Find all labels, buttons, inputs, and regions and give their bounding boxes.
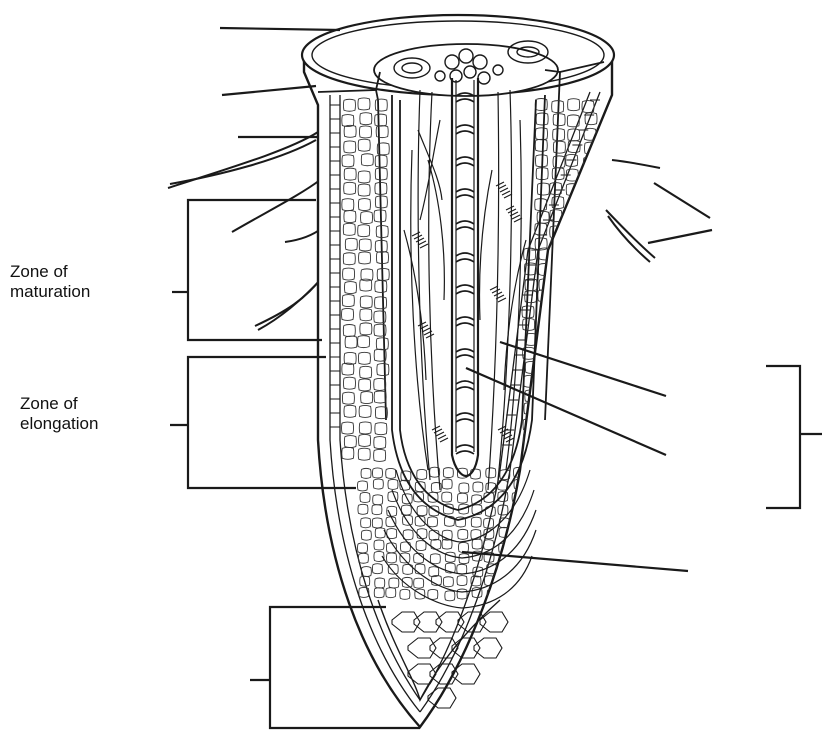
- leader-line-4: [654, 183, 710, 218]
- zone-of-elongation-label: Zone of elongation: [20, 394, 98, 434]
- leader-line-8: [462, 552, 688, 571]
- leader-line-1: [220, 28, 340, 30]
- vascular-bracket: [766, 366, 822, 508]
- maturation-bracket: [172, 200, 322, 340]
- elongation-bracket: [170, 357, 356, 488]
- leader-line-6: [500, 342, 666, 396]
- zone-of-maturation-label: Zone of maturation: [10, 262, 90, 302]
- leader-line-5: [648, 230, 712, 243]
- leader-line-2: [222, 86, 316, 95]
- root-cap-bracket: [250, 607, 420, 728]
- leader-line-7: [466, 368, 666, 455]
